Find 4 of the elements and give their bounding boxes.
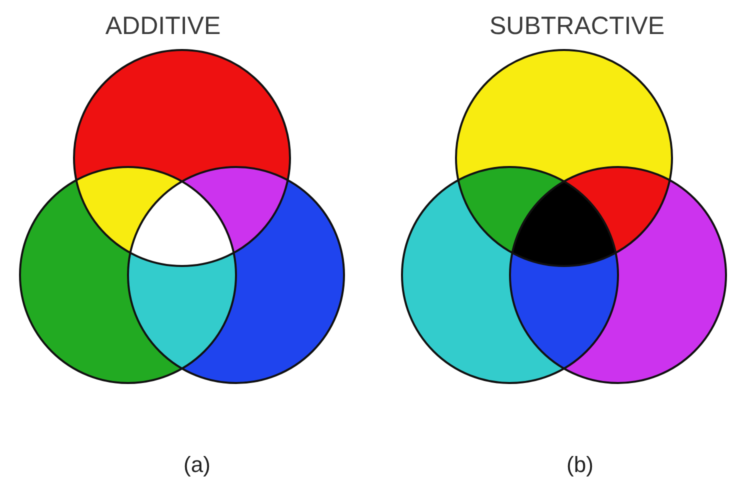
panel-label: (a) bbox=[184, 452, 210, 478]
heading: ADDITIVE bbox=[105, 12, 221, 41]
panel-label: (b) bbox=[566, 452, 594, 478]
heading: SUBTRACTIVE bbox=[489, 12, 665, 41]
